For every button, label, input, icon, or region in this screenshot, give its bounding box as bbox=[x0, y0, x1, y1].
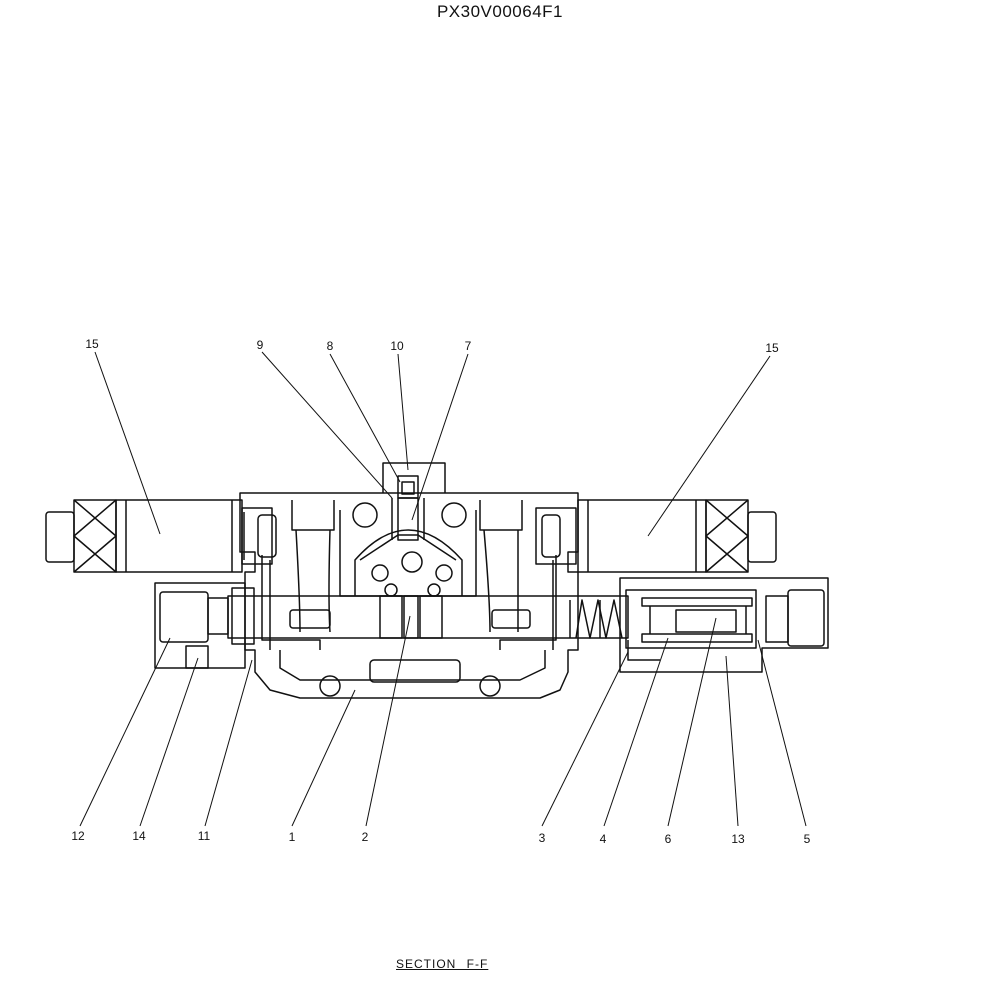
leader-3 bbox=[541, 651, 629, 827]
leader-15a bbox=[94, 351, 161, 535]
leader-11 bbox=[204, 659, 253, 827]
leader-6 bbox=[667, 617, 717, 827]
spool bbox=[227, 587, 629, 645]
callout-11: 11 bbox=[198, 829, 211, 843]
leader-7 bbox=[411, 353, 469, 521]
leader-9 bbox=[261, 351, 393, 499]
callout-14: 14 bbox=[132, 829, 146, 843]
leader-2 bbox=[365, 615, 411, 827]
callout-12: 12 bbox=[71, 829, 85, 843]
callout-2: 2 bbox=[362, 830, 369, 844]
callout-9: 9 bbox=[257, 338, 264, 352]
left-end-cap bbox=[154, 582, 246, 669]
leader-15b bbox=[647, 355, 771, 537]
callout-15a: 15 bbox=[85, 337, 99, 351]
callout-13: 13 bbox=[731, 832, 745, 846]
leader-14 bbox=[139, 657, 199, 827]
leader-13 bbox=[725, 655, 739, 827]
leader-lines bbox=[79, 351, 807, 827]
callout-1: 1 bbox=[289, 830, 296, 844]
left-solenoid bbox=[45, 499, 277, 573]
leader-1 bbox=[291, 689, 356, 827]
central-housing bbox=[339, 502, 477, 597]
callout-15b: 15 bbox=[765, 341, 779, 355]
callout-4: 4 bbox=[600, 832, 607, 846]
leader-5 bbox=[757, 639, 807, 827]
callout-5: 5 bbox=[804, 832, 811, 846]
leader-4 bbox=[603, 637, 669, 827]
leader-10 bbox=[397, 353, 409, 471]
right-end-cap bbox=[619, 577, 829, 673]
section-title: SECTION F-F bbox=[396, 957, 489, 971]
top-plug bbox=[382, 462, 446, 541]
leader-12 bbox=[79, 637, 171, 827]
callout-3: 3 bbox=[539, 831, 546, 845]
callout-10: 10 bbox=[390, 339, 404, 353]
callout-6: 6 bbox=[665, 832, 672, 846]
leader-8 bbox=[329, 353, 401, 483]
right-solenoid bbox=[535, 499, 777, 573]
callout-labels: 15 9 8 10 7 15 12 14 11 1 2 3 4 6 13 5 bbox=[71, 337, 810, 846]
valve-body bbox=[239, 492, 579, 699]
callout-8: 8 bbox=[327, 339, 334, 353]
document-code: PX30V00064F1 bbox=[436, 2, 564, 21]
callout-7: 7 bbox=[465, 339, 472, 353]
